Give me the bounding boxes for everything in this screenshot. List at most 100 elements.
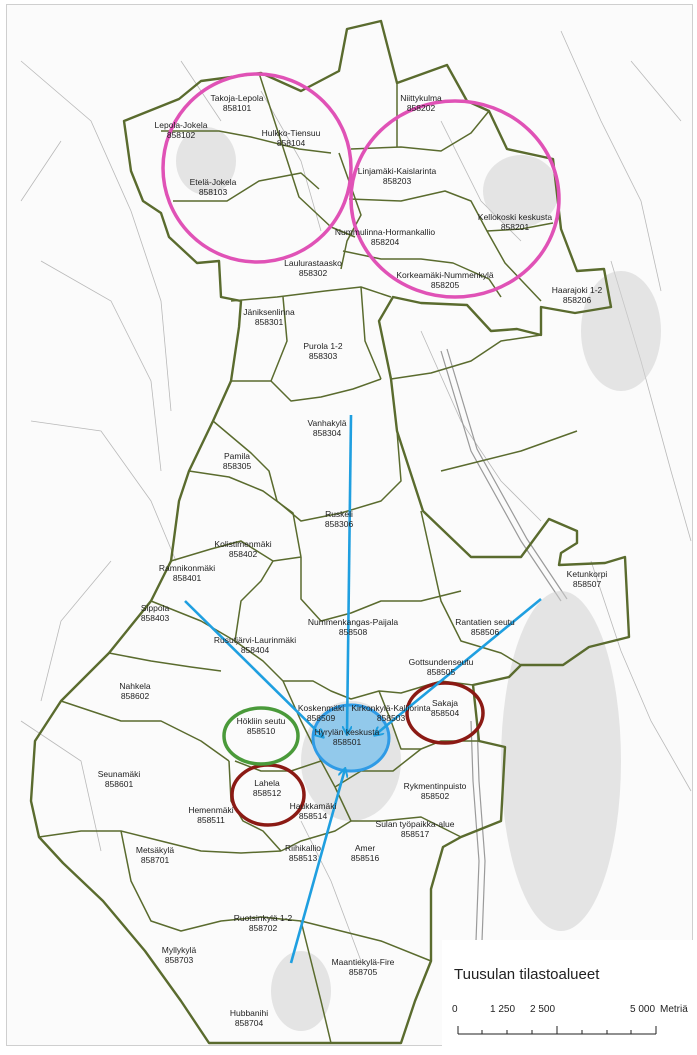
area-name-label: Rykmentinpuisto: [404, 781, 467, 791]
area-name-label: Metsäkylä: [136, 845, 175, 855]
area-name-label: Lepola-Jokela: [155, 120, 208, 130]
area-labels: Takoja-Lepola858101Lepola-Jokela858102Et…: [98, 93, 608, 1028]
area-code-label: 858516: [351, 853, 380, 863]
area-code-label: 858202: [407, 103, 436, 113]
district-boundaries: [38, 72, 578, 1044]
area-name-label: Haarajoki 1-2: [552, 285, 603, 295]
area-code-label: 858402: [229, 549, 258, 559]
area-name-label: Kellokoski keskusta: [478, 212, 552, 222]
area-name-label: Ruskeli: [325, 509, 353, 519]
area-code-label: 858205: [431, 280, 460, 290]
area-code-label: 858701: [141, 855, 170, 865]
area-code-label: 858306: [325, 519, 354, 529]
area-name-label: Seunamäki: [98, 769, 141, 779]
area-name-label: Kolistimenmäki: [214, 539, 271, 549]
area-code-label: 858509: [307, 713, 336, 723]
area-name-label: Hubbanihi: [230, 1008, 268, 1018]
area-code-label: 858512: [253, 788, 282, 798]
area-code-label: 858514: [299, 811, 328, 821]
area-code-label: 858201: [501, 222, 530, 232]
area-name-label: Rantatien seutu: [455, 617, 515, 627]
scale-label-5000: 5 000: [630, 1004, 656, 1015]
scale-label-2500: 2 500: [530, 1004, 556, 1015]
map-title: Tuusulan tilastoalueet: [454, 966, 600, 983]
area-code-label: 858505: [427, 667, 456, 677]
area-name-label: Nahkela: [119, 681, 150, 691]
area-name-label: Riihikallio: [285, 843, 321, 853]
area-name-label: Lahela: [254, 778, 280, 788]
area-name-label: Haukkamäki: [290, 801, 337, 811]
area-name-label: Niittykulma: [400, 93, 442, 103]
area-code-label: 858602: [121, 691, 150, 701]
scale-label-0: 0: [452, 1004, 458, 1015]
map-canvas[interactable]: Takoja-Lepola858101Lepola-Jokela858102Et…: [7, 5, 692, 1045]
area-name-label: Linjamäki-Kaislarinta: [358, 166, 437, 176]
area-name-label: Ketunkorpi: [567, 569, 608, 579]
scale-bar: 0 1 250 2 500 5 000 Metriä: [450, 1004, 695, 1044]
area-code-label: 858510: [247, 726, 276, 736]
area-name-label: Myllykylä: [162, 945, 197, 955]
area-code-label: 858702: [249, 923, 278, 933]
area-code-label: 858404: [241, 645, 270, 655]
area-code-label: 858104: [277, 138, 306, 148]
area-name-label: Korkeamäki-Nummenkylä: [396, 270, 494, 280]
area-code-label: 858203: [383, 176, 412, 186]
area-name-label: Rusutjärvi-Laurinmäki: [214, 635, 296, 645]
area-code-label: 858301: [255, 317, 284, 327]
area-name-label: Ruotsinkylä 1-2: [234, 913, 293, 923]
area-code-label: 858503: [377, 713, 406, 723]
area-code-label: 858508: [339, 627, 368, 637]
area-name-label: Ramnikonmäki: [159, 563, 215, 573]
area-code-label: 858206: [563, 295, 592, 305]
area-code-label: 858501: [333, 737, 362, 747]
highlight-circles: [161, 72, 561, 827]
scale-ruler: [457, 1026, 657, 1035]
red-circle-sakaja: [405, 681, 485, 745]
area-code-label: 858102: [167, 130, 196, 140]
area-name-label: Koskenmäki: [298, 703, 344, 713]
area-code-label: 858704: [235, 1018, 264, 1028]
area-name-label: Hemenmäki: [188, 805, 233, 815]
legend-box: [442, 940, 697, 1055]
area-code-label: 858513: [289, 853, 318, 863]
area-code-label: 858601: [105, 779, 134, 789]
arrow-from-north: [347, 414, 353, 734]
area-code-label: 858403: [141, 613, 170, 623]
area-code-label: 858303: [309, 351, 338, 361]
area-name-label: Laulurastaasko: [284, 258, 342, 268]
area-code-label: 858304: [313, 428, 342, 438]
area-name-label: Pamila: [224, 451, 250, 461]
area-code-label: 858101: [223, 103, 252, 113]
green-circle-hoklin: [222, 706, 300, 766]
area-name-label: Sakaja: [432, 698, 458, 708]
area-name-label: Purola 1-2: [303, 341, 342, 351]
area-name-label: Amer: [355, 843, 375, 853]
arrow-from-west: [184, 600, 323, 737]
area-name-label: Sulan työpaikka-alue: [376, 819, 455, 829]
area-code-label: 858511: [197, 815, 225, 825]
area-code-label: 858305: [223, 461, 252, 471]
blue-circle-hyryla: [311, 703, 391, 773]
area-name-label: Maantiekylä-Fire: [332, 957, 395, 967]
area-code-label: 858401: [173, 573, 202, 583]
area-name-label: Etelä-Jokela: [190, 177, 237, 187]
area-name-label: Hulkko-Tiensuu: [262, 128, 321, 138]
municipality-boundary: [29, 19, 631, 1045]
area-code-label: 858302: [299, 268, 328, 278]
area-code-label: 858703: [165, 955, 194, 965]
area-code-label: 858517: [401, 829, 430, 839]
area-name-label: Sippola: [141, 603, 170, 613]
area-code-label: 858204: [371, 237, 400, 247]
area-name-label: Takoja-Lepola: [211, 93, 264, 103]
area-name-label: Nummenkangas-Paijala: [308, 617, 399, 627]
area-name-label: Kirkonkylä-Kalliorinta: [351, 703, 431, 713]
area-name-label: Gottsundenseutu: [409, 657, 474, 667]
pink-circle-jokela: [161, 72, 353, 264]
arrows: [184, 414, 542, 964]
area-code-label: 858502: [421, 791, 450, 801]
area-name-label: Hyrylän keskusta: [315, 727, 380, 737]
arrow-from-east: [375, 597, 542, 735]
area-name-label: Nummulinna-Hormankallio: [335, 227, 435, 237]
area-code-label: 858506: [471, 627, 500, 637]
